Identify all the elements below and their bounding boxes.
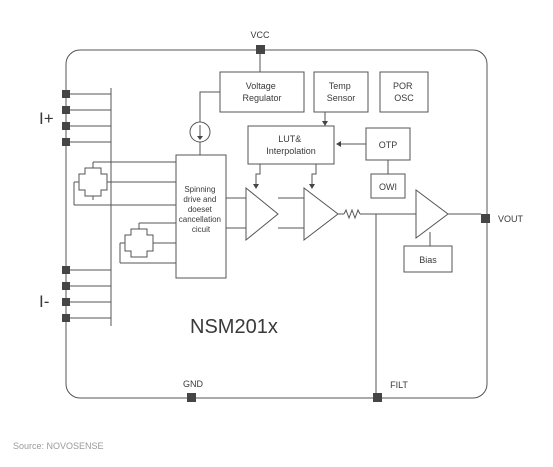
block-diagram: VCC GND FILT VOUT I+ I- — [39, 30, 524, 402]
vout-label: VOUT — [498, 214, 524, 224]
vcc-label: VCC — [250, 30, 270, 40]
bias-label: Bias — [419, 255, 437, 265]
chip-name: NSM201x — [190, 316, 278, 338]
amplifier-stage-1 — [245, 186, 279, 242]
filt-label: FILT — [390, 380, 408, 390]
otp-block — [365, 127, 411, 161]
vcc-pin — [256, 45, 265, 54]
filter-resistor — [343, 208, 361, 220]
temp-sensor-block — [313, 71, 369, 113]
output-buffer — [415, 189, 449, 239]
spinning-cancellation-label: Spinning drive and doeset cancellation c… — [179, 185, 223, 234]
otp-label: OTP — [379, 140, 398, 150]
hall-element-lower — [119, 222, 176, 264]
voltage-regulator-label: Voltage Regulator — [242, 81, 281, 103]
lut-interpolation-block — [247, 125, 335, 165]
source-caption: Source: NOVOSENSE — [13, 441, 104, 451]
owi-label: OWI — [379, 182, 397, 192]
lut-interpolation-label: LUT& Interpolation — [266, 134, 316, 156]
owi-block — [370, 173, 406, 199]
filt-pin — [373, 393, 382, 402]
voltage-regulator-block — [219, 71, 305, 113]
i-plus-label: I+ — [39, 109, 54, 128]
vout-pin — [481, 214, 490, 223]
i-plus-pins — [62, 90, 111, 146]
temp-sensor-label: Temp Sensor — [327, 81, 356, 103]
spinning-cancellation-block — [175, 154, 227, 279]
chip-outline — [65, 49, 488, 399]
amplifier-stage-2 — [303, 186, 339, 242]
i-minus-pins — [62, 266, 111, 322]
gnd-label: GND — [183, 379, 204, 389]
hall-element-upper — [73, 161, 176, 206]
gnd-pin — [187, 393, 196, 402]
por-osc-block — [379, 71, 429, 113]
i-minus-label: I- — [39, 292, 49, 311]
bias-block — [403, 245, 453, 273]
por-osc-label: POR OSC — [393, 81, 415, 103]
